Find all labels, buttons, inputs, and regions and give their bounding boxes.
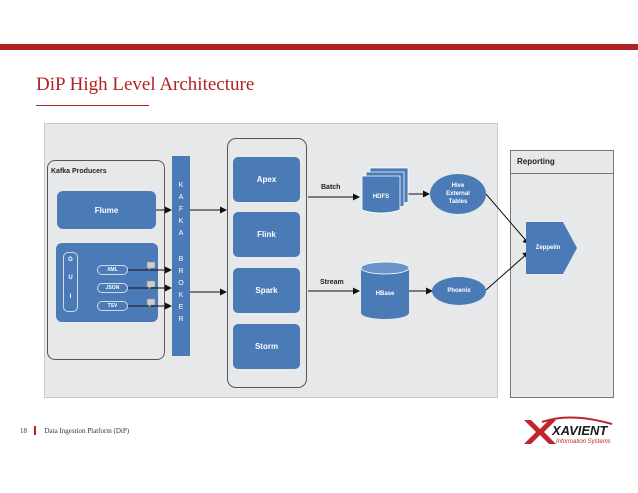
- zeppelin-label: Zeppelin: [535, 245, 561, 251]
- zeppelin-chevron: [526, 222, 577, 274]
- batch-label: Batch: [321, 184, 341, 191]
- hive-label-line: Hive: [451, 183, 465, 189]
- format-xml: XML: [97, 265, 128, 275]
- gui-letter-g: G: [68, 257, 73, 263]
- phoenix-label: Phoenix: [447, 288, 471, 294]
- xavient-logo: XAVIENT Information Systems: [522, 414, 622, 450]
- page-number: 18: [20, 427, 27, 435]
- slide-title: DiP High Level Architecture: [36, 74, 255, 95]
- slide-footer: 18 Data Ingestion Platform (DiP): [20, 427, 129, 435]
- apex-box: Apex: [233, 157, 300, 202]
- kafka-producers-label: Kafka Producers: [51, 168, 107, 175]
- broker-letter: R: [178, 316, 184, 323]
- logo-tagline: Information Systems: [556, 439, 611, 445]
- kafka-letter: A: [178, 230, 184, 237]
- message-icon: [146, 261, 156, 271]
- hdfs-documents-icon: [361, 167, 409, 214]
- processing-engines-group: [227, 138, 307, 388]
- broker-letter: O: [178, 280, 184, 287]
- gui-pill: [63, 252, 78, 312]
- xavient-logo-graphic: [524, 416, 613, 444]
- kafka-broker-column: [172, 156, 190, 356]
- hive-label-line: Tables: [448, 199, 468, 205]
- message-icon: [146, 298, 156, 308]
- hive-oval: [430, 174, 486, 214]
- kafka-letter: K: [178, 218, 184, 225]
- phoenix-to-zeppelin-arrow: [485, 251, 530, 291]
- message-icon: [146, 280, 156, 290]
- kafka-producers-group: [47, 160, 165, 360]
- broker-letter: K: [178, 292, 184, 299]
- flume-box: Flume: [57, 191, 156, 229]
- phoenix-oval: [432, 277, 486, 305]
- hive-external-tables-label: Hive External Tables: [432, 176, 484, 212]
- title-underline: [36, 105, 149, 106]
- reporting-title: Reporting: [517, 157, 555, 166]
- storm-box: Storm: [233, 324, 300, 369]
- reporting-divider: [511, 173, 613, 174]
- footer-text: Data Ingestion Platform (DiP): [44, 427, 130, 435]
- broker-letter: R: [178, 268, 184, 275]
- kafka-letter: A: [178, 194, 184, 201]
- top-accent-bar: [0, 44, 638, 50]
- hbase-cylinder-icon: [360, 261, 410, 319]
- broker-letter: E: [178, 304, 184, 311]
- stream-label: Stream: [320, 279, 344, 286]
- footer-divider: [34, 426, 36, 435]
- hive-to-zeppelin-arrow: [485, 193, 530, 245]
- hdfs-label: HDFS: [372, 194, 390, 200]
- gui-letter-i: I: [69, 294, 72, 300]
- format-tsv: TSV: [97, 301, 128, 311]
- broker-letter: B: [178, 256, 184, 263]
- gui-letter-u: U: [68, 275, 73, 281]
- format-json: JSON: [97, 283, 128, 293]
- flink-box: Flink: [233, 212, 300, 257]
- hive-label-line: External: [446, 191, 470, 197]
- logo-brand: XAVIENT: [552, 423, 608, 438]
- hbase-label: HBase: [375, 291, 395, 297]
- kafka-letter: K: [178, 182, 184, 189]
- spark-box: Spark: [233, 268, 300, 313]
- kafka-letter: F: [178, 206, 184, 213]
